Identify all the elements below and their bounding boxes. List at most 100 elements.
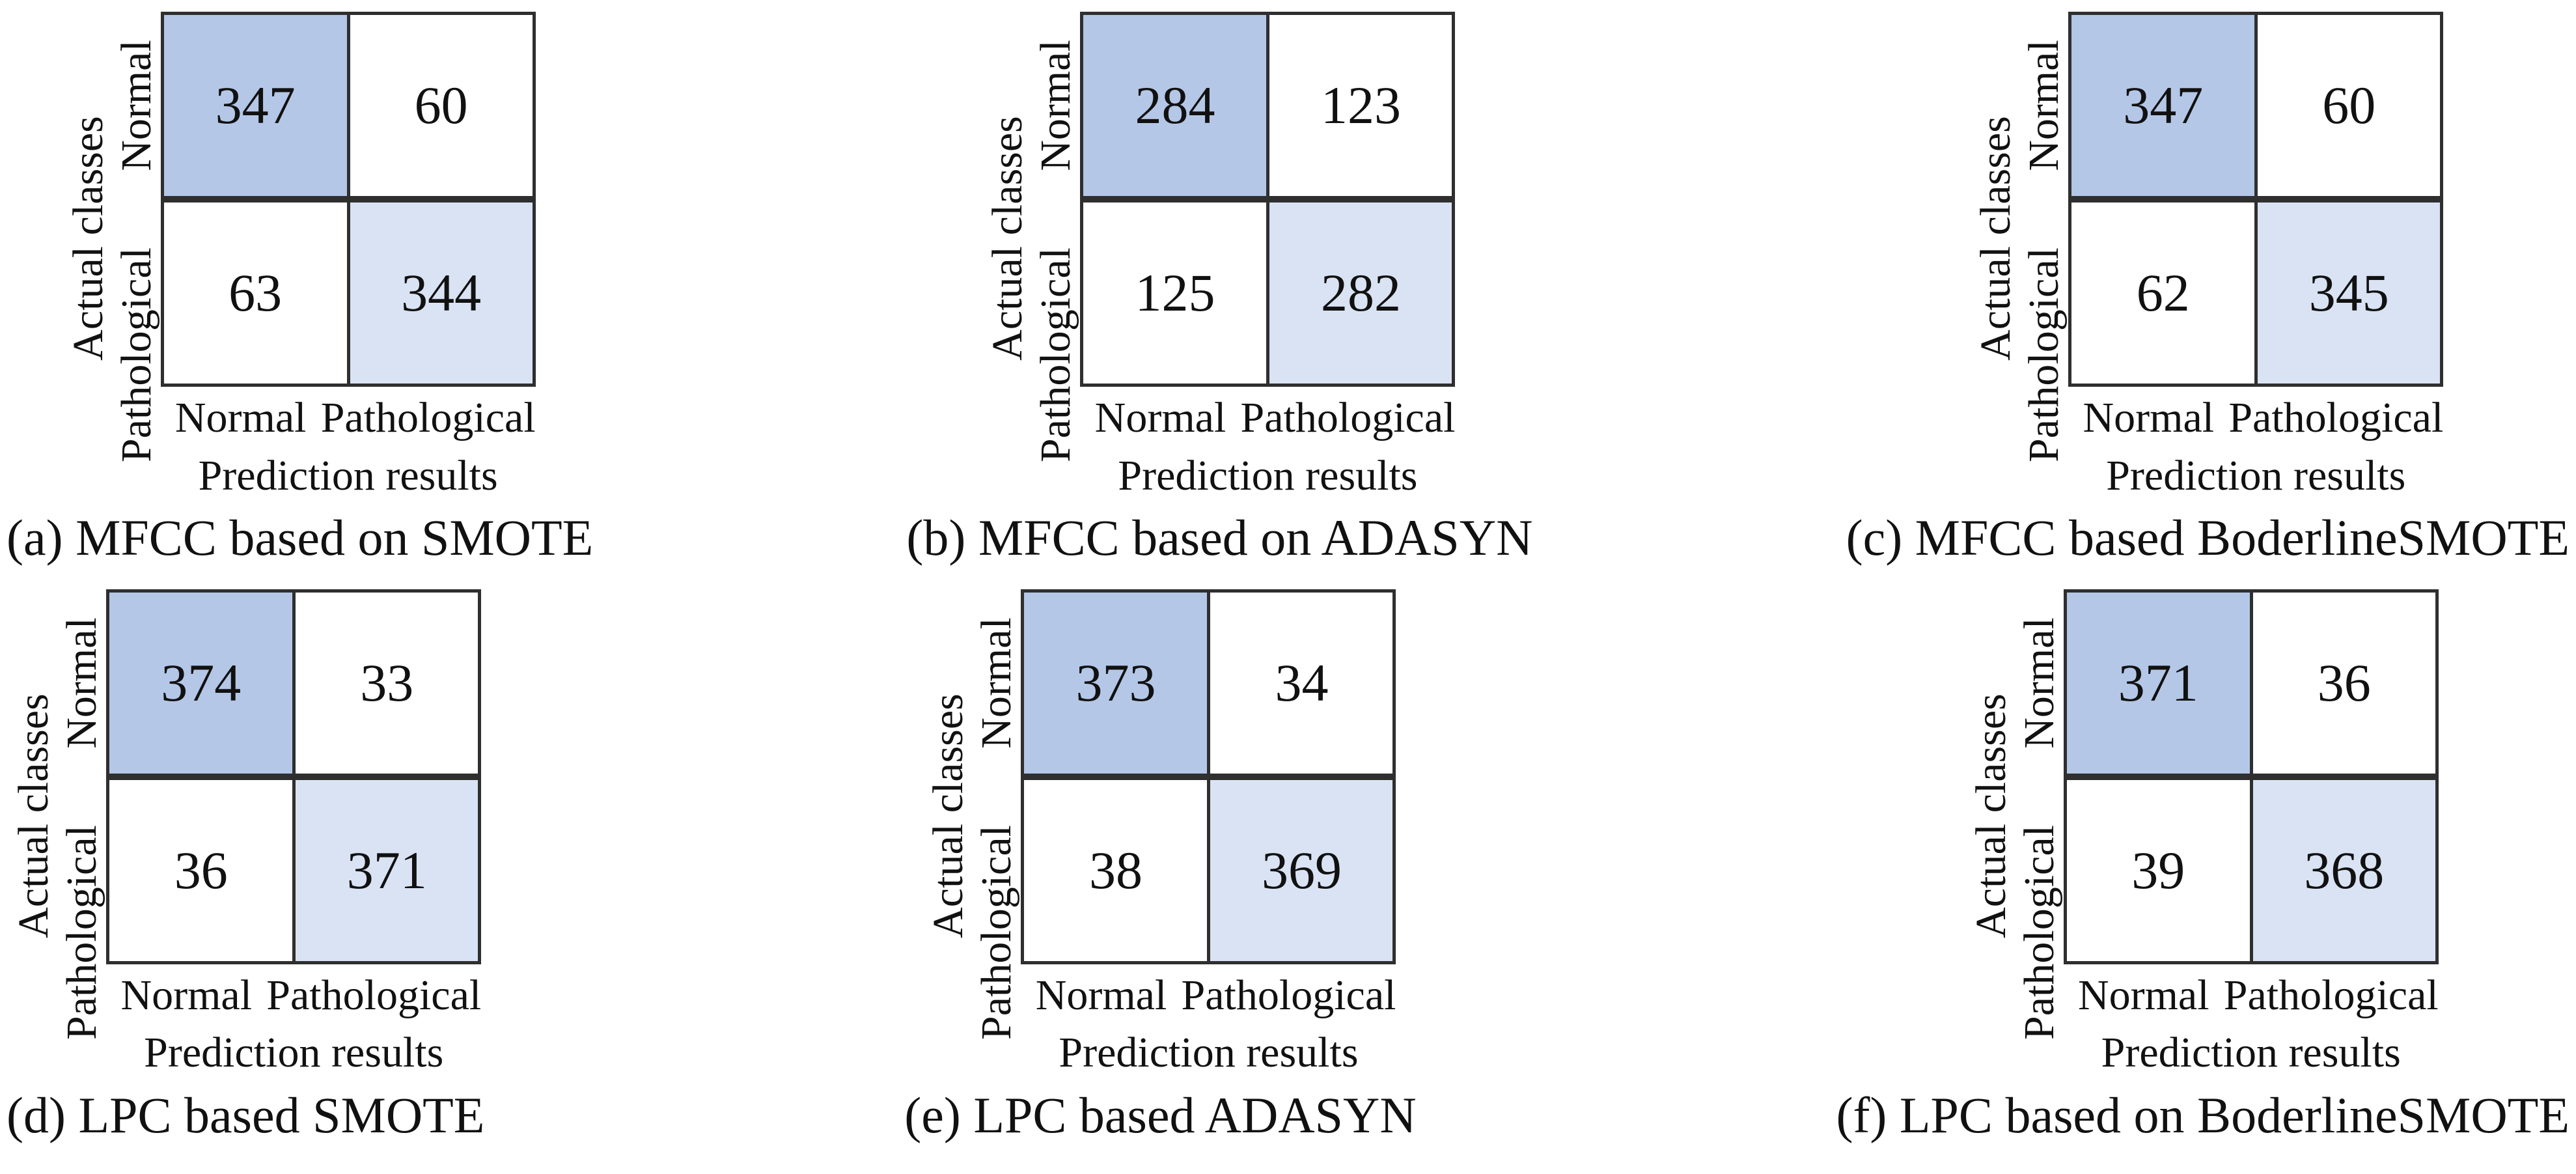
row-label-top-container: Normal <box>973 589 1021 777</box>
cell-value-00: 374 <box>161 652 242 712</box>
cell-value-00: 284 <box>1135 76 1215 135</box>
cell-value-01: 60 <box>414 76 468 135</box>
x-axis-label: Prediction results <box>1059 1029 1359 1077</box>
col-label-right: Pathological <box>2228 394 2444 441</box>
cell-actual-normal-pred-normal: 373 <box>1021 589 1209 777</box>
confusion-matrix-body: Actual classes Normal Pathological 347 6… <box>64 12 536 499</box>
row-label-top-container: Normal <box>2020 12 2068 199</box>
column-labels: Normal Pathological <box>2064 971 2439 1020</box>
matrix-grid: 373 34 38 369 <box>1021 589 1396 964</box>
column-labels: Normal Pathological <box>161 394 536 442</box>
y-axis-label: Actual classes <box>1972 116 2020 361</box>
confusion-matrix-e: Actual classes Normal Pathological 373 3… <box>904 589 1417 1145</box>
cell-actual-normal-pred-normal: 347 <box>2068 12 2256 199</box>
cell-value-11: 368 <box>2304 840 2385 900</box>
row-label-bottom: Pathological <box>973 824 1021 1040</box>
y-axis-label-column: Actual classes <box>10 589 58 964</box>
cell-actual-pathological-pred-normal: 36 <box>106 776 294 964</box>
row-labels-column: Normal Pathological <box>1032 12 1080 462</box>
matrix-grid-wrap: 371 36 39 368 Normal Pathological <box>2063 589 2439 1077</box>
col-label-left: Normal <box>1094 394 1226 441</box>
cell-value-10: 36 <box>174 840 228 900</box>
figure-row-top: Actual classes Normal Pathological 347 6… <box>0 12 2576 567</box>
cell-value-11: 371 <box>346 840 427 900</box>
col-label-left: Normal <box>120 971 253 1019</box>
cell-value-10: 62 <box>2136 263 2190 322</box>
cell-actual-pathological-pred-pathological: 282 <box>1267 199 1456 387</box>
confusion-matrix-body: Actual classes Normal Pathological 284 1… <box>984 12 1456 499</box>
cell-value-00: 347 <box>215 76 296 135</box>
col-label-right: Pathological <box>320 394 536 441</box>
cell-actual-pathological-pred-pathological: 368 <box>2251 776 2439 964</box>
column-labels: Normal Pathological <box>1080 394 1456 442</box>
row-label-top-container: Normal <box>1032 12 1080 199</box>
row-label-bottom-container: Pathological <box>113 199 161 462</box>
cell-value-01: 123 <box>1320 76 1401 135</box>
row-label-bottom-container: Pathological <box>1032 199 1080 462</box>
cell-actual-normal-pred-pathological: 123 <box>1267 12 1456 199</box>
col-label-left: Normal <box>2077 971 2209 1019</box>
y-axis-label: Actual classes <box>924 693 973 938</box>
col-label-right: Pathological <box>2223 971 2439 1019</box>
cell-actual-pathological-pred-normal: 38 <box>1021 776 1209 964</box>
y-axis-label: Actual classes <box>64 116 112 361</box>
col-label-right: Pathological <box>1240 394 1456 441</box>
confusion-matrix-f: Actual classes Normal Pathological 371 3… <box>1836 589 2569 1145</box>
cell-actual-normal-pred-pathological: 36 <box>2251 589 2439 777</box>
cell-actual-pathological-pred-normal: 62 <box>2068 199 2256 387</box>
cell-actual-normal-pred-pathological: 60 <box>348 12 536 199</box>
figure-row-bottom: Actual classes Normal Pathological 374 3… <box>0 589 2576 1145</box>
y-axis-label-column: Actual classes <box>924 589 973 964</box>
row-label-top: Normal <box>973 617 1021 749</box>
subfigure-caption: (d) LPC based SMOTE <box>7 1087 485 1144</box>
row-label-bottom: Pathological <box>58 824 106 1040</box>
row-labels-column: Normal Pathological <box>2015 589 2064 1040</box>
row-label-bottom: Pathological <box>2015 824 2063 1040</box>
matrix-grid-wrap: 373 34 38 369 Normal Pathological <box>1021 589 1396 1077</box>
cell-actual-normal-pred-normal: 284 <box>1080 12 1268 199</box>
confusion-matrix-body: Actual classes Normal Pathological 373 3… <box>924 589 1396 1077</box>
cell-value-10: 63 <box>229 263 283 322</box>
matrix-grid: 347 60 62 345 <box>2068 12 2444 387</box>
confusion-matrix-d: Actual classes Normal Pathological 374 3… <box>7 589 484 1145</box>
matrix-grid-wrap: 374 33 36 371 Normal Pathological <box>106 589 482 1077</box>
cell-value-00: 371 <box>2118 652 2198 712</box>
cell-value-11: 282 <box>1320 263 1401 322</box>
x-axis-label: Prediction results <box>2106 451 2406 499</box>
cell-value-01: 36 <box>2317 652 2371 712</box>
column-labels: Normal Pathological <box>106 971 482 1020</box>
cell-actual-pathological-pred-pathological: 344 <box>348 199 536 387</box>
cell-actual-normal-pred-normal: 371 <box>2063 589 2251 777</box>
row-label-top-container: Normal <box>58 589 106 777</box>
row-label-top-container: Normal <box>2015 589 2064 777</box>
subfigure-caption: (e) LPC based ADASYN <box>904 1087 1417 1144</box>
row-labels-column: Normal Pathological <box>973 589 1021 1040</box>
y-axis-label-column: Actual classes <box>1967 589 2015 964</box>
cell-value-00: 347 <box>2123 76 2204 135</box>
subfigure-caption: (f) LPC based on BoderlineSMOTE <box>1836 1087 2569 1144</box>
cell-actual-pathological-pred-pathological: 371 <box>294 776 482 964</box>
x-axis-label: Prediction results <box>198 451 498 499</box>
row-label-bottom-container: Pathological <box>2020 199 2068 462</box>
cell-actual-normal-pred-normal: 374 <box>106 589 294 777</box>
confusion-matrix-body: Actual classes Normal Pathological 374 3… <box>10 589 482 1077</box>
col-label-right: Pathological <box>266 971 482 1019</box>
subfigure-caption: (a) MFCC based on SMOTE <box>7 509 594 566</box>
cell-actual-pathological-pred-normal: 39 <box>2063 776 2251 964</box>
cell-actual-normal-pred-pathological: 60 <box>2256 12 2444 199</box>
cell-value-01: 33 <box>360 652 414 712</box>
y-axis-label-column: Actual classes <box>1972 12 2020 387</box>
cell-value-10: 125 <box>1135 263 1215 322</box>
cell-actual-pathological-pred-normal: 63 <box>160 199 348 387</box>
y-axis-label-column: Actual classes <box>984 12 1032 387</box>
row-labels-column: Normal Pathological <box>58 589 106 1040</box>
confusion-matrix-c: Actual classes Normal Pathological 347 6… <box>1846 12 2569 567</box>
cell-actual-pathological-pred-pathological: 345 <box>2256 199 2444 387</box>
x-axis-label: Prediction results <box>144 1029 444 1077</box>
cell-value-10: 39 <box>2131 840 2185 900</box>
confusion-matrix-body: Actual classes Normal Pathological 347 6… <box>1972 12 2444 499</box>
matrix-grid: 371 36 39 368 <box>2063 589 2439 964</box>
row-label-bottom: Pathological <box>1032 247 1080 462</box>
row-label-top: Normal <box>2015 617 2063 749</box>
matrix-grid-wrap: 347 60 62 345 Normal Pathological <box>2068 12 2444 499</box>
